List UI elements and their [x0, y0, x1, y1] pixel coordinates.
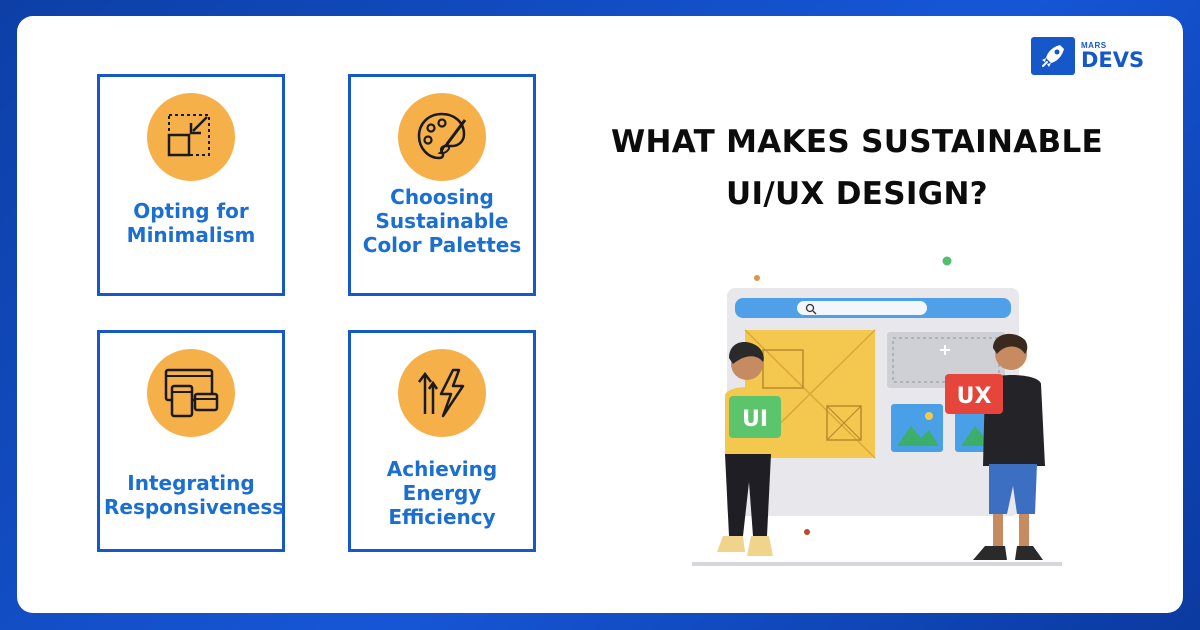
responsive-windows-icon — [164, 368, 219, 418]
card-icon-circle — [398, 93, 486, 181]
card-label: Choosing Sustainable Color Palettes — [362, 185, 522, 257]
brand-name: DEVS — [1081, 47, 1145, 72]
rocket-icon — [1031, 37, 1075, 75]
palette-brush-icon — [417, 112, 467, 160]
main-panel: MARS DEVS WHAT MAKES SUSTAINABLE UI/UX D… — [17, 16, 1183, 613]
energy-bolt-icon — [418, 368, 465, 418]
decor-dot — [804, 529, 810, 535]
designer-figure-right: UX — [945, 333, 1045, 560]
page-title: WHAT MAKES SUSTAINABLE UI/UX DESIGN? — [577, 116, 1137, 220]
title-line-2: UI/UX DESIGN? — [726, 176, 988, 212]
decor-dot — [942, 256, 952, 266]
title-line-1: WHAT MAKES SUSTAINABLE — [610, 124, 1103, 160]
ux-sign-label: UX — [957, 384, 992, 409]
card-energy-efficiency: Achieving Energy Efficiency — [348, 330, 536, 552]
card-icon-circle — [147, 93, 235, 181]
card-label: Integrating Responsiveness — [104, 471, 285, 519]
brand-small-text: MARS — [1081, 40, 1107, 50]
ui-ux-illustration: UI UX — [692, 256, 1062, 566]
card-responsiveness: Integrating Responsiveness — [97, 330, 285, 552]
brand-logo[interactable]: MARS DEVS — [1031, 36, 1161, 76]
card-icon-circle — [147, 349, 235, 437]
ux-sign — [945, 374, 1003, 414]
ui-sign-label: UI — [742, 407, 768, 432]
card-minimalism: Opting for Minimalism — [97, 74, 285, 296]
card-icon-circle — [398, 349, 486, 437]
card-label: Achieving Energy Efficiency — [386, 457, 498, 529]
card-color-palettes: Choosing Sustainable Color Palettes — [348, 74, 536, 296]
ui-sign — [729, 396, 781, 438]
search-icon — [805, 303, 815, 313]
card-label: Opting for Minimalism — [126, 199, 256, 247]
minimize-arrow-icon — [167, 114, 210, 157]
designer-figure-left: UI — [717, 342, 781, 556]
decor-dot — [754, 275, 760, 281]
